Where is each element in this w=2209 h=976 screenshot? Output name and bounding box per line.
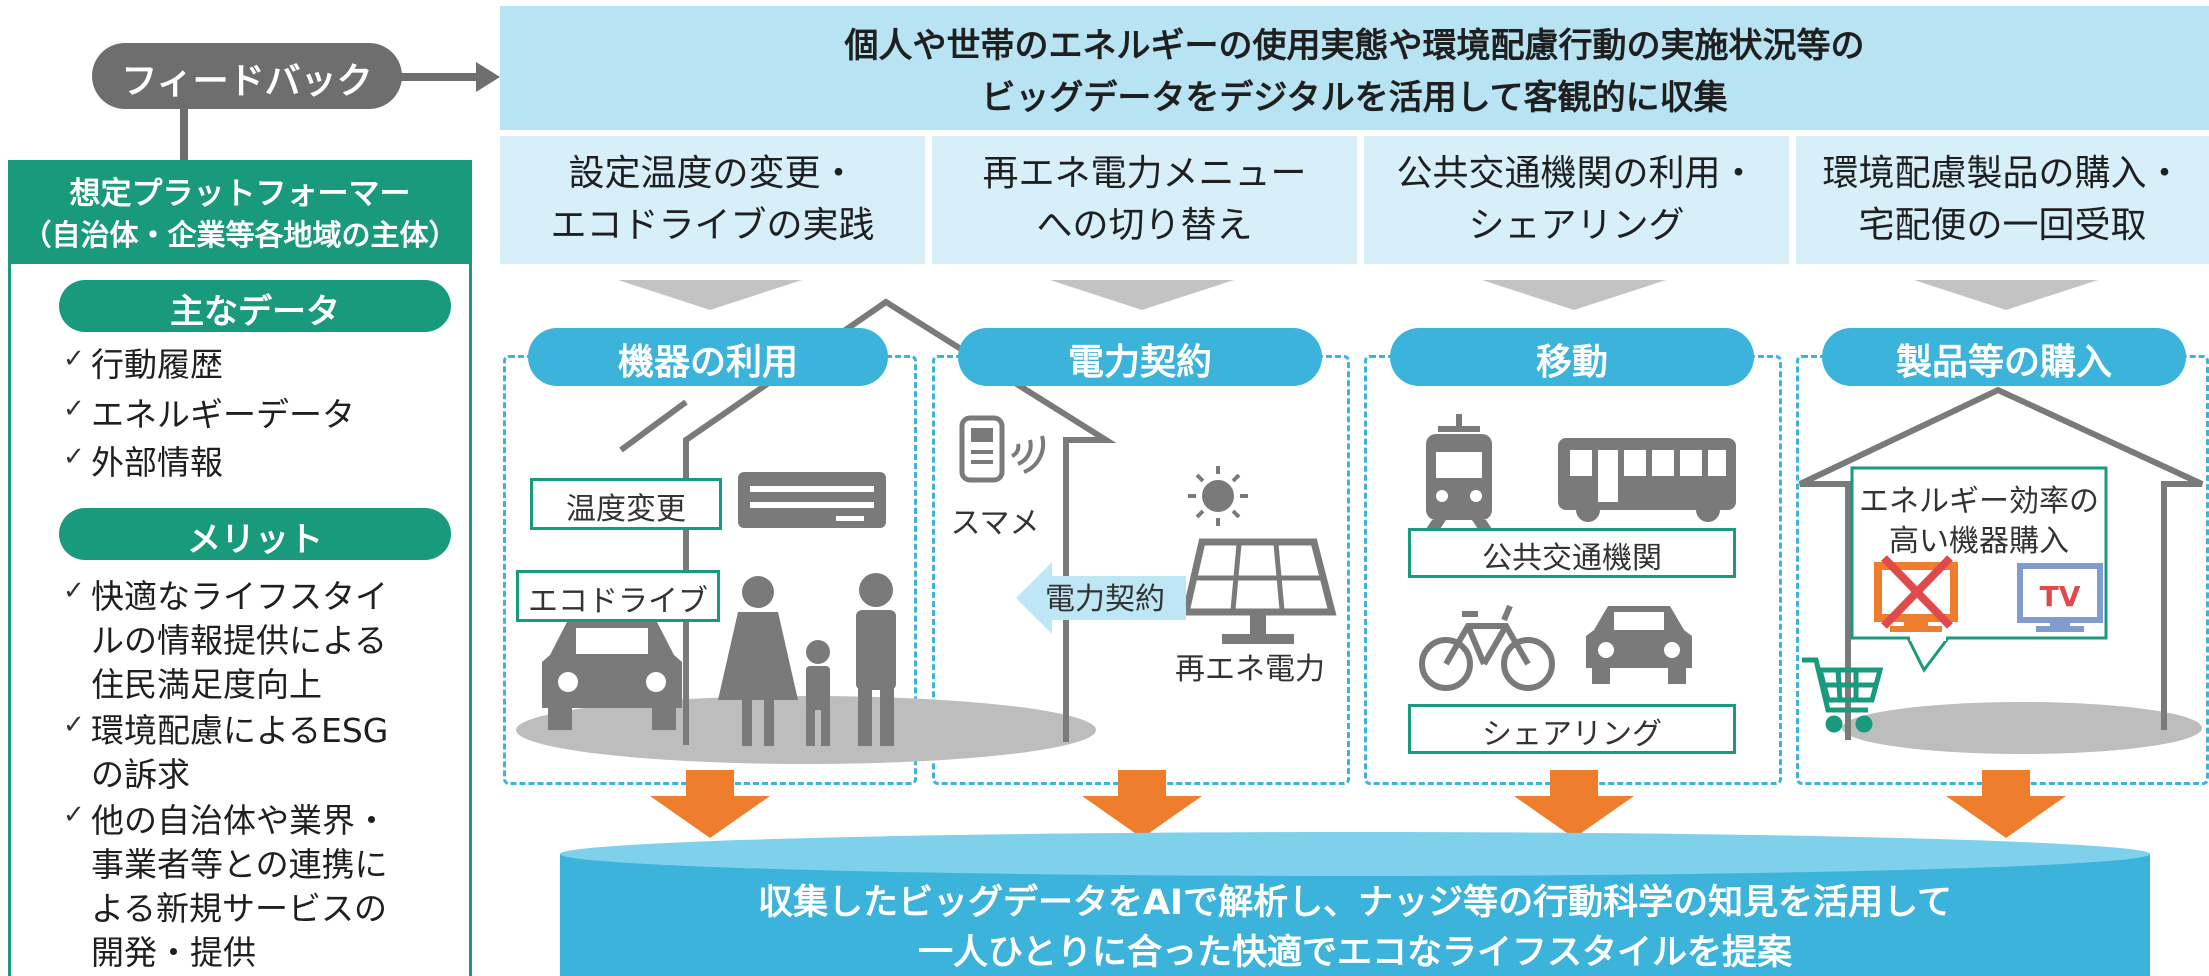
bicycle-icon [1419, 604, 1555, 691]
arrow-down-icon [1946, 770, 2066, 838]
merit-item-1-line3: 住民満足度向上 [91, 665, 322, 704]
check-icon: ✓ [63, 800, 85, 830]
panel-title-4: 製品等の購入 [1895, 342, 2112, 383]
check-icon: ✓ [63, 394, 85, 424]
category-box-4: 環境配慮製品の購入・ 宅配便の一回受取 [1796, 136, 2209, 264]
feedback-arrow-icon [400, 62, 500, 92]
power-contract-label: 電力契約 [1045, 582, 1165, 617]
sharing-label: シェアリング [1482, 717, 1662, 752]
ecodrive-label-box [516, 570, 720, 622]
renewable-label: 再エネ電力 [1175, 652, 1325, 687]
smart-meter-icon [959, 415, 1046, 483]
category-1-line2: エコドライブの実践 [550, 205, 875, 246]
chevron-down-icon [618, 280, 802, 310]
category-box-3: 公共交通機関の利用・ シェアリング [1364, 136, 1789, 264]
check-icon: ✓ [63, 344, 85, 374]
sun-icon [1188, 466, 1248, 526]
bottom-line2: 一人ひとりに合った快適でエコなライフスタイルを提案 [918, 933, 1792, 973]
bottom-line1: 収集したビッグデータをAIで解析し、ナッジ等の行動科学の知見を活用して [757, 883, 1953, 923]
data-item: 行動履歴 [91, 345, 223, 384]
merit-item-2-line2: の訴求 [91, 755, 190, 794]
feedback-connector [180, 108, 188, 162]
top-banner [500, 6, 2209, 130]
platformer-panel: 主なデータ ✓ 行動履歴 ✓ エネルギーデータ ✓ 外部情報 メリット ✓ 快適… [8, 264, 472, 976]
platformer-subtitle: （自治体・企業等各地域の主体） [22, 218, 458, 252]
banner-line1: 個人や世帯のエネルギーの使用実態や環境配慮行動の実施状況等の [844, 26, 1865, 66]
category-3-line2: シェアリング [1468, 205, 1685, 246]
category-box-1: 設定温度の変更・ エコドライブの実践 [500, 136, 925, 264]
merit-item-2-line1: 環境配慮によるESG [91, 711, 389, 750]
bus-icon [1558, 438, 1736, 522]
merit-item-3-line3: よる新規サービスの [91, 889, 388, 928]
arrow-down-icon [650, 770, 770, 838]
solar-panel-icon [1181, 538, 1337, 644]
category-chevrons [618, 280, 2098, 310]
efficient-line1: エネルギー効率の [1859, 484, 2099, 519]
data-title: 主なデータ [170, 292, 340, 332]
old-tv-icon [1874, 555, 1958, 632]
merit-title: メリット [187, 520, 323, 560]
merit-item-3-line1: 他の自治体や業界・ [91, 801, 388, 840]
check-icon: ✓ [63, 442, 85, 472]
category-1-line1: 設定温度の変更・ [568, 153, 857, 194]
power-contract-arrow-icon [1016, 562, 1186, 634]
panel-title-pill-1 [528, 328, 888, 386]
air-conditioner-icon [738, 472, 886, 528]
merit-item-3-line4: 開発・提供 [91, 933, 256, 972]
feedback-label: フィードバック [121, 61, 373, 102]
category-box-2: 再エネ電力メニュー への切り替え [932, 136, 1357, 264]
arrow-down-icon [1082, 770, 1202, 838]
efficient-line2: 高い機器購入 [1889, 524, 2069, 559]
platformer-header [8, 160, 472, 264]
public-transport-label-box [1408, 528, 1736, 578]
new-tv-icon [2017, 563, 2103, 632]
shopping-cart-icon [1802, 657, 1884, 733]
merit-item-3-line2: 事業者等との連携に [91, 845, 388, 884]
check-icon: ✓ [63, 710, 85, 740]
check-icon: ✓ [63, 576, 85, 606]
purchase-illustration [1798, 386, 2204, 754]
category-2-line2: への切り替え [1036, 205, 1253, 246]
merit-item-1-line1: 快適なライフスタイ [91, 577, 388, 616]
category-2-line1: 再エネ電力メニュー [982, 153, 1307, 194]
car-icon [542, 620, 682, 730]
orange-arrows [650, 770, 2066, 838]
panel-title-pill-4 [1822, 328, 2186, 386]
tv-label: TV [2039, 580, 2081, 613]
banner-line2: ビッグデータをデジタルを活用して客観的に収集 [981, 78, 1728, 118]
panel-title-pill-2 [958, 328, 1322, 386]
data-title-pill [59, 280, 451, 332]
temperature-label: 温度変更 [566, 492, 686, 527]
bottom-cylinder [560, 832, 2150, 976]
ecodrive-label: エコドライブ [528, 584, 708, 619]
category-4-line1: 環境配慮製品の購入・ [1822, 153, 2183, 194]
category-4-line2: 宅配便の一回受取 [1858, 205, 2147, 246]
panel-title-pill-3 [1390, 328, 1754, 386]
house-outline-icon [1798, 386, 2204, 740]
car-icon [1586, 606, 1692, 684]
family-icon [718, 573, 896, 746]
panel-title-3: 移動 [1535, 342, 1608, 383]
panel-title-2: 電力契約 [1067, 342, 1212, 383]
merit-item-1-line2: ルの情報提供による [91, 621, 388, 660]
data-item: 外部情報 [91, 443, 223, 482]
data-item: エネルギーデータ [91, 395, 355, 434]
temperature-label-box [530, 478, 722, 530]
category-3-line1: 公共交通機関の利用・ [1396, 153, 1757, 194]
arrow-down-icon [1514, 770, 1634, 838]
mobility-illustration [1416, 414, 1736, 691]
chevron-down-icon [1482, 280, 1666, 310]
train-icon [1416, 414, 1502, 544]
merit-title-pill [59, 508, 451, 560]
feedback-pill [92, 43, 402, 109]
chevron-down-icon [1914, 280, 2098, 310]
chevron-down-icon [1050, 280, 1234, 310]
smart-meter-label: スマメ [950, 506, 1040, 541]
public-transport-label: 公共交通機関 [1482, 541, 1662, 576]
panel-title-1: 機器の利用 [617, 342, 798, 383]
sharing-label-box [1408, 704, 1736, 754]
platformer-title: 想定プラットフォーマー [69, 176, 411, 212]
